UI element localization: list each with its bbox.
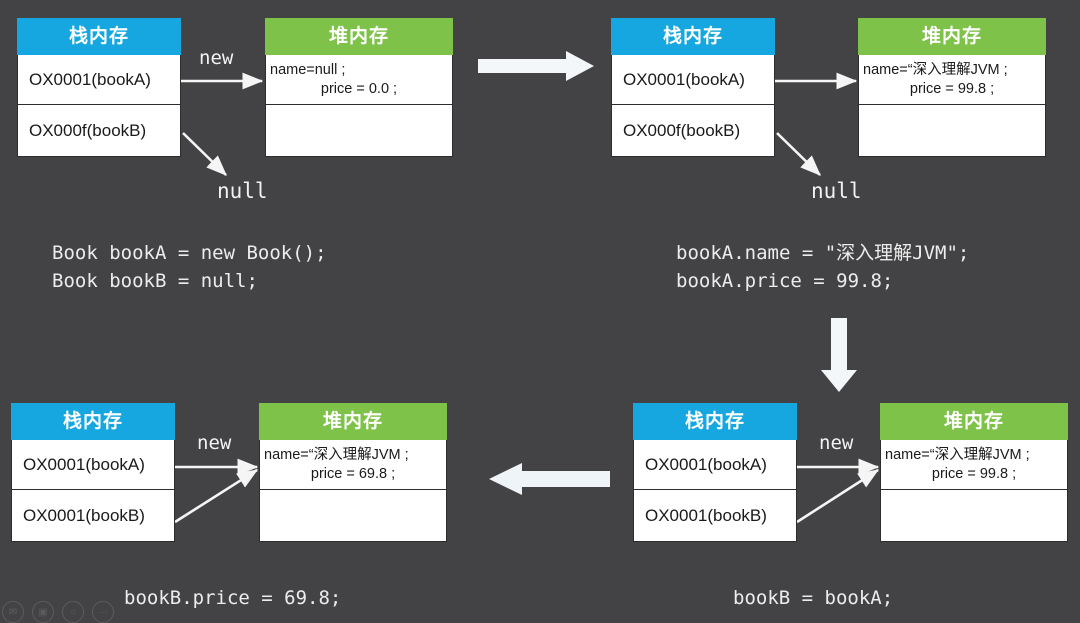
- stack-row-bookA-panel-2[interactable]: OX0001(bookA): [611, 55, 775, 105]
- stack-row-label: OX000f(bookB): [623, 120, 741, 140]
- flow-arrow-right-top: [478, 51, 594, 81]
- code-snippet-panel-1: Book bookA = new Book(); Book bookB = nu…: [52, 242, 327, 292]
- heap-field-price: price = 99.8 ;: [931, 465, 1017, 482]
- code-snippet-panel-4: bookB = bookA;: [733, 587, 894, 609]
- heap-object-panel-3[interactable]: name=“深入理解JVM ; price = 69.8 ;: [259, 440, 447, 490]
- stack-row-label: OX0001(bookA): [23, 454, 145, 474]
- stack-title-panel-1: 栈内存: [17, 18, 181, 55]
- stack-title-panel-3: 栈内存: [11, 403, 175, 440]
- null-label-panel-2: null: [811, 179, 862, 203]
- stack-title-panel-2: 栈内存: [611, 18, 775, 55]
- flow-arrow-left-bottom: [489, 463, 610, 495]
- heap-object-panel-1[interactable]: name=null ; price = 0.0 ;: [265, 55, 453, 105]
- heap-box-panel-4: 堆内存 name=“深入理解JVM ; price = 99.8 ;: [880, 403, 1068, 542]
- null-label-panel-1: null: [217, 179, 268, 203]
- ref-arrow-bookB-null-p2: [776, 132, 821, 176]
- heap-title-panel-3: 堆内存: [259, 403, 447, 440]
- new-label-panel-4: new: [819, 432, 854, 454]
- stack-row-label: OX0001(bookA): [29, 69, 151, 89]
- ref-arrow-bookB-p4: [796, 468, 880, 524]
- heap-field-price: price = 0.0 ;: [320, 80, 398, 97]
- heap-object-panel-2[interactable]: name=“深入理解JVM ; price = 99.8 ;: [858, 55, 1046, 105]
- qq-share-icon[interactable]: ○: [62, 601, 84, 623]
- stack-row-bookB-panel-3[interactable]: OX0001(bookB): [11, 490, 175, 542]
- heap-title-panel-2: 堆内存: [858, 18, 1046, 55]
- heap-field-name: name=null ;: [270, 62, 346, 79]
- heap-title-panel-1: 堆内存: [265, 18, 453, 55]
- heap-object-panel-4[interactable]: name=“深入理解JVM ; price = 99.8 ;: [880, 440, 1068, 490]
- ref-arrow-bookB-null-p1: [182, 132, 227, 176]
- ref-arrow-bookB-p3: [174, 468, 259, 524]
- weibo-share-icon[interactable]: ▣: [32, 601, 54, 623]
- heap-field-name: name=“深入理解JVM ;: [264, 447, 409, 464]
- more-share-icon[interactable]: ···: [92, 601, 114, 623]
- heap-box-panel-1: 堆内存 name=null ; price = 0.0 ;: [265, 18, 453, 157]
- stack-title-panel-4: 栈内存: [633, 403, 797, 440]
- stack-row-bookB-panel-1[interactable]: OX000f(bookB): [17, 105, 181, 157]
- heap-field-price: price = 99.8 ;: [909, 80, 995, 97]
- wechat-share-icon[interactable]: ✉: [2, 601, 24, 623]
- heap-field-name: name=“深入理解JVM ;: [885, 447, 1030, 464]
- stack-box-panel-1: 栈内存 OX0001(bookA) OX000f(bookB): [17, 18, 181, 157]
- code-snippet-panel-2: bookA.name = "深入理解JVM"; bookA.price = 99…: [676, 242, 970, 292]
- stack-row-bookB-panel-4[interactable]: OX0001(bookB): [633, 490, 797, 542]
- new-label-panel-3: new: [197, 432, 232, 454]
- code-snippet-panel-3: bookB.price = 69.8;: [124, 587, 342, 609]
- heap-empty-slot-panel-3: [259, 490, 447, 542]
- stack-row-bookA-panel-1[interactable]: OX0001(bookA): [17, 55, 181, 105]
- stack-row-label: OX0001(bookB): [645, 505, 767, 525]
- stack-row-label: OX0001(bookB): [23, 505, 145, 525]
- stack-row-bookA-panel-4[interactable]: OX0001(bookA): [633, 440, 797, 490]
- heap-empty-slot-panel-4: [880, 490, 1068, 542]
- heap-box-panel-3: 堆内存 name=“深入理解JVM ; price = 69.8 ;: [259, 403, 447, 542]
- heap-empty-slot-panel-2: [858, 105, 1046, 157]
- stack-box-panel-2: 栈内存 OX0001(bookA) OX000f(bookB): [611, 18, 775, 157]
- heap-field-price: price = 69.8 ;: [310, 465, 396, 482]
- stack-row-bookB-panel-2[interactable]: OX000f(bookB): [611, 105, 775, 157]
- heap-box-panel-2: 堆内存 name=“深入理解JVM ; price = 99.8 ;: [858, 18, 1046, 157]
- stack-row-label: OX000f(bookB): [29, 120, 147, 140]
- stack-row-label: OX0001(bookA): [623, 69, 745, 89]
- flow-arrow-down-right: [821, 318, 857, 392]
- heap-empty-slot-panel-1: [265, 105, 453, 157]
- heap-field-name: name=“深入理解JVM ;: [863, 62, 1008, 79]
- stack-row-bookA-panel-3[interactable]: OX0001(bookA): [11, 440, 175, 490]
- heap-title-panel-4: 堆内存: [880, 403, 1068, 440]
- social-share-bar: ✉ ▣ ○ ···: [2, 601, 114, 623]
- stack-box-panel-3: 栈内存 OX0001(bookA) OX0001(bookB): [11, 403, 175, 542]
- stack-box-panel-4: 栈内存 OX0001(bookA) OX0001(bookB): [633, 403, 797, 542]
- new-label-panel-1: new: [199, 47, 234, 69]
- stack-row-label: OX0001(bookA): [645, 454, 767, 474]
